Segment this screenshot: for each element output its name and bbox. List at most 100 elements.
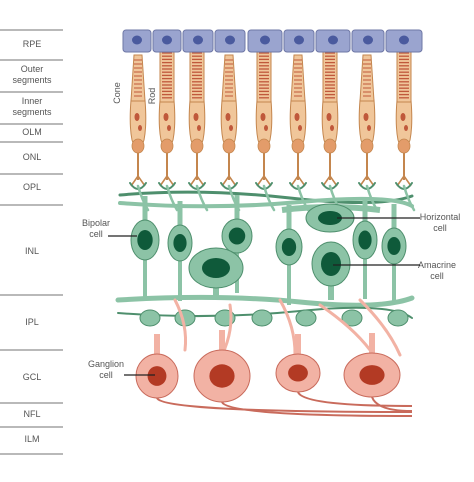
cone-outer-segment xyxy=(221,54,237,102)
cone-outer-segment xyxy=(359,54,375,102)
rpe-nucleus xyxy=(260,35,270,45)
label-line: segments xyxy=(12,75,52,85)
cone-cell xyxy=(220,54,238,187)
rod-cell xyxy=(321,49,339,187)
mitochondrion xyxy=(167,125,171,131)
layer-label-inl: INL xyxy=(25,246,39,256)
rod-label: Rod xyxy=(147,88,157,105)
cell-nucleus xyxy=(209,364,235,388)
layer-label-rpe: RPE xyxy=(23,39,42,49)
ganglion-cell xyxy=(343,333,413,412)
ipl-fiber xyxy=(117,306,413,319)
rod-cell xyxy=(255,49,273,187)
cone-outer-segment xyxy=(130,54,146,102)
rod-cell xyxy=(158,49,176,187)
cell-nucleus xyxy=(321,252,341,276)
rpe-cell xyxy=(283,29,315,53)
label-line: cell xyxy=(433,223,447,233)
synaptic-bouton xyxy=(341,309,363,327)
label-line: Inner xyxy=(22,96,43,106)
layer-label-opl: OPL xyxy=(23,182,41,192)
rod-cell xyxy=(395,49,413,187)
rpe-cell xyxy=(315,29,351,53)
inl-cells xyxy=(130,195,407,305)
layer-label-nfl: NFL xyxy=(23,409,40,419)
rpe-nucleus xyxy=(399,35,409,45)
rpe-nucleus xyxy=(294,35,304,45)
bipolar-cell xyxy=(130,196,160,300)
mitochondrion xyxy=(134,113,140,121)
synaptic-terminal xyxy=(322,174,338,187)
rpe-nucleus xyxy=(132,35,142,45)
layer-label-gcl: GCL xyxy=(23,372,42,382)
cell-nucleus xyxy=(257,138,271,154)
mitochondrion xyxy=(264,125,268,131)
ganglion-cell xyxy=(275,334,413,407)
rpe-nucleus xyxy=(225,35,235,45)
label-line: Bipolar xyxy=(82,218,110,228)
cell-nucleus xyxy=(147,366,167,386)
horizontal-cell xyxy=(281,203,381,233)
bipolar-cell xyxy=(275,205,303,305)
cell-nucleus xyxy=(281,238,297,256)
synaptic-terminal xyxy=(130,174,146,187)
opl-fiber xyxy=(118,196,414,209)
mitochondrion xyxy=(326,113,332,121)
rpe-cell xyxy=(385,29,423,53)
mitochondrion xyxy=(193,113,199,121)
ganglion-dendrite xyxy=(318,303,372,352)
cell-nucleus xyxy=(323,138,337,154)
mitochondrion xyxy=(163,113,169,121)
cell-nucleus xyxy=(228,227,246,245)
label-line: segments xyxy=(12,107,52,117)
rpe-nucleus xyxy=(328,35,338,45)
rpe-cell xyxy=(351,29,385,53)
label-line: Outer xyxy=(21,64,44,74)
ipl-synapse-band xyxy=(115,294,415,357)
label-line: Ganglion xyxy=(88,359,124,369)
synaptic-bouton xyxy=(139,309,161,327)
label-line: cell xyxy=(430,271,444,281)
ganglion-cell-layer xyxy=(135,330,413,417)
cell-nucleus xyxy=(160,138,174,154)
ipl-fiber xyxy=(115,294,415,308)
synaptic-terminal xyxy=(189,174,205,187)
bipolar-cell xyxy=(167,201,193,301)
rpe-nucleus xyxy=(193,35,203,45)
cell-nucleus xyxy=(387,237,401,255)
mitochondrion xyxy=(294,113,300,121)
mitochondrion xyxy=(298,125,302,131)
rpe-cell xyxy=(182,29,214,53)
bipolar-cell xyxy=(352,197,378,299)
amacrine-cell xyxy=(188,247,244,300)
cell-nucleus xyxy=(397,138,411,154)
mitochondrion xyxy=(363,113,369,121)
synaptic-bouton xyxy=(295,309,317,327)
label-line: Horizontal xyxy=(420,212,461,222)
mitochondrion xyxy=(197,125,201,131)
cell-nucleus xyxy=(318,211,342,225)
rpe-cell xyxy=(152,29,182,53)
ganglion-dendrite xyxy=(358,298,402,357)
label-line: cell xyxy=(99,370,113,380)
mitochondrion xyxy=(225,113,231,121)
cell-nucleus xyxy=(137,230,153,250)
cell-nucleus xyxy=(358,230,372,250)
synaptic-terminal xyxy=(396,174,412,187)
mitochondrion xyxy=(229,125,233,131)
ganglion-cell xyxy=(193,330,413,417)
synaptic-terminal xyxy=(359,174,375,187)
ganglion-cell xyxy=(135,334,413,413)
synaptic-terminal xyxy=(256,174,272,187)
photoreceptor-layer xyxy=(129,49,413,187)
synaptic-bouton xyxy=(251,309,273,327)
layer-label-ipl: IPL xyxy=(25,317,39,327)
dendrite xyxy=(402,184,416,212)
